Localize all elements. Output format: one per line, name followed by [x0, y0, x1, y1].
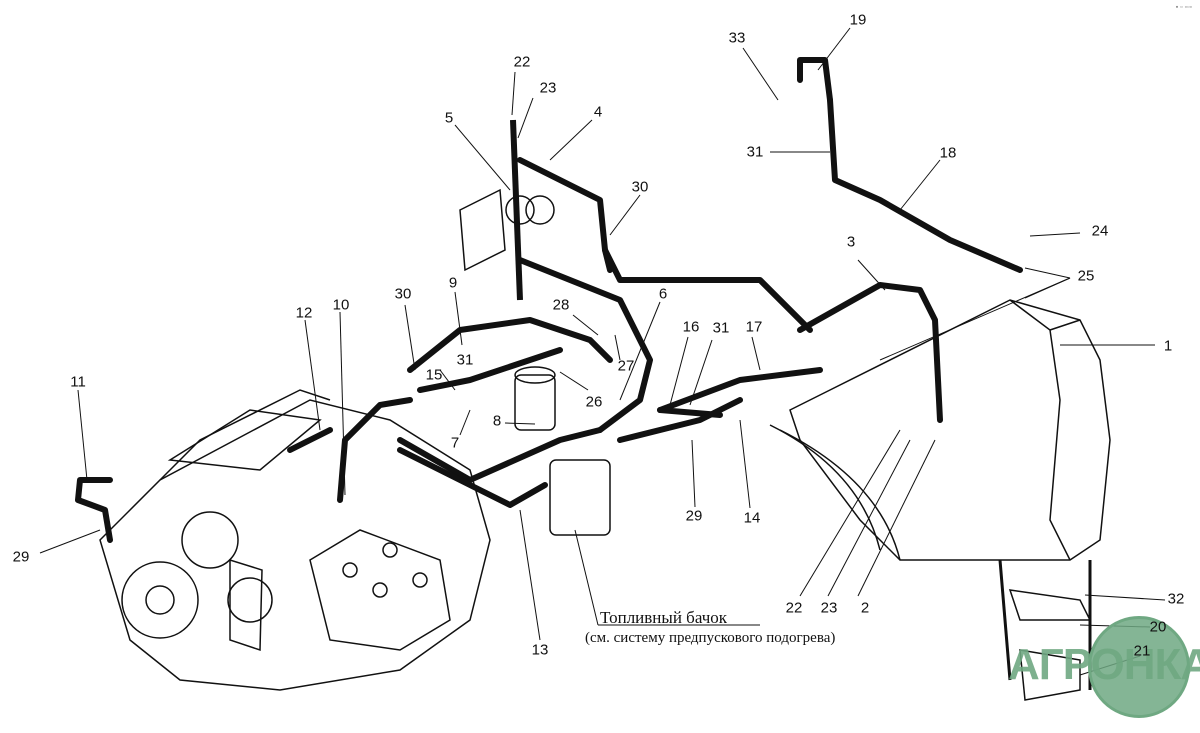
- callout-13: 13: [531, 641, 549, 659]
- callout-31: 31: [712, 319, 730, 337]
- line-30-upper: [602, 247, 813, 333]
- callout-28: 28: [552, 296, 570, 314]
- callout-30: 30: [394, 285, 412, 303]
- line-31: [417, 347, 563, 393]
- callout-18: 18: [939, 144, 957, 162]
- callout-11: 11: [70, 373, 86, 391]
- callout-6: 6: [658, 285, 668, 303]
- callout-23: 23: [820, 599, 838, 617]
- callout-23: 23: [539, 79, 557, 97]
- callout-3: 3: [846, 233, 856, 251]
- line-14: [617, 397, 743, 443]
- callout-32: 32: [1167, 590, 1185, 608]
- line-18: [827, 97, 1023, 273]
- line-17: [657, 367, 823, 413]
- callout-5: 5: [444, 109, 454, 127]
- callout-26: 26: [585, 393, 603, 411]
- callout-29: 29: [12, 548, 30, 566]
- callout-15: 15: [425, 366, 443, 384]
- callout-14: 14: [743, 509, 761, 527]
- callout-27: 27: [617, 357, 635, 375]
- callout-8: 8: [492, 412, 502, 430]
- line-6: [517, 257, 653, 433]
- engine: [99, 389, 491, 691]
- callout-30: 30: [631, 178, 649, 196]
- callout-33: 33: [728, 29, 746, 47]
- callout-1: 1: [1163, 337, 1173, 355]
- callout-22: 22: [513, 53, 531, 71]
- callout-12: 12: [295, 304, 313, 322]
- callout-25: 25: [1077, 267, 1095, 285]
- watermark-logo: АГРОНКА: [1000, 612, 1200, 733]
- line-3: [797, 282, 943, 423]
- callout-20: 20: [1149, 618, 1167, 636]
- line-19: [797, 57, 833, 103]
- callout-21: 21: [1133, 642, 1151, 660]
- callout-22: 22: [785, 599, 803, 617]
- watermark-circle: [1088, 616, 1190, 718]
- line-7: [397, 427, 603, 483]
- caption-subtitle: (см. систему предпускового подогрева): [585, 630, 836, 646]
- callout-17: 17: [745, 318, 763, 336]
- line-13: [397, 447, 548, 508]
- callout-31: 31: [746, 143, 764, 161]
- callout-31: 31: [456, 351, 474, 369]
- fuel-lines: [75, 57, 1023, 543]
- line-12: [287, 427, 333, 453]
- callout-24: 24: [1091, 222, 1109, 240]
- callout-29: 29: [685, 507, 703, 525]
- callout-16: 16: [682, 318, 700, 336]
- callout-2: 2: [860, 599, 870, 617]
- watermark-text: АГРОНКА: [1008, 640, 1200, 689]
- callout-10: 10: [332, 296, 350, 314]
- callout-9: 9: [448, 274, 458, 292]
- caption-title: Топливный бачок: [600, 608, 728, 627]
- callout-19: 19: [849, 11, 867, 29]
- callout-7: 7: [450, 434, 460, 452]
- line-10: [337, 397, 413, 503]
- line-11: [75, 477, 113, 543]
- callout-4: 4: [593, 103, 603, 121]
- filter-assembly: [459, 119, 611, 536]
- line-9: [407, 317, 613, 373]
- corner-mark: ▪ ▫ ▫▫▫: [1175, 4, 1192, 11]
